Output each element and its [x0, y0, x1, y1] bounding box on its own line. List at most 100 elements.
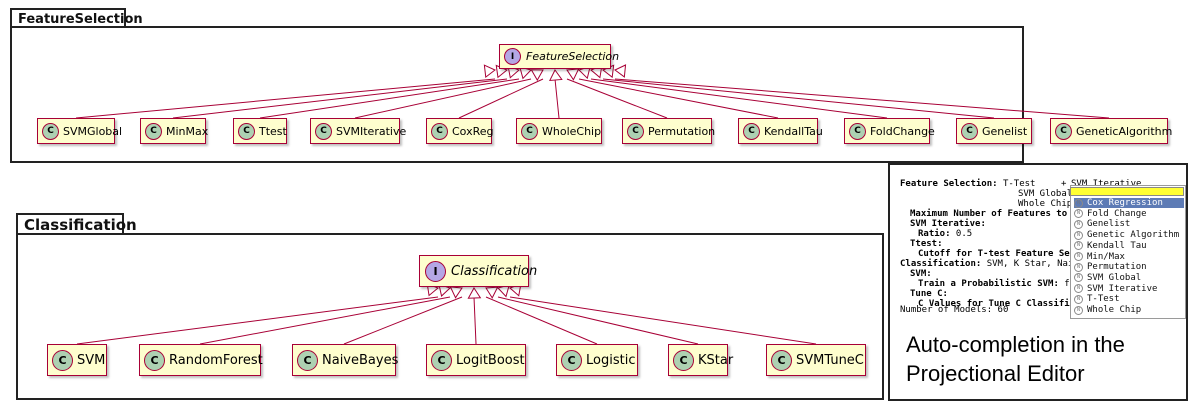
class-icon: C: [238, 122, 255, 140]
feature-selection-package-title: FeatureSelection: [18, 12, 143, 27]
editor-line[interactable]: C Values for Tune C Classifi: [918, 299, 1070, 309]
inheritance-arrowhead: [614, 64, 627, 78]
autocomplete-option-label: SVM Global: [1087, 272, 1142, 283]
inheritance-arrowhead: [449, 286, 463, 299]
inheritance-line: [354, 78, 532, 119]
autocomplete-option-label: T-Test: [1087, 294, 1120, 305]
class-label: WholeChip: [542, 124, 602, 138]
editor-line[interactable]: SVM:: [910, 269, 932, 279]
editor-line[interactable]: Classification: SVM, K Star, Nai: [900, 259, 1073, 269]
inheritance-line: [75, 78, 496, 119]
autocomplete-option[interactable]: N T-Test: [1074, 294, 1120, 304]
class-icon: C: [521, 122, 538, 140]
class-label: GeneticAlgorithm: [1076, 124, 1173, 138]
classification-interface[interactable]: I Classification: [419, 255, 537, 287]
class-label: KendallTau: [764, 124, 823, 138]
editor-line[interactable]: Maximum Number of Features to: [910, 209, 1067, 219]
expand-marker[interactable]: +: [1061, 179, 1067, 189]
class-box-wholechip[interactable]: C WholeChip: [516, 118, 602, 144]
autocomplete-option-label: Permutation: [1087, 262, 1147, 273]
autocomplete-input[interactable]: [1070, 187, 1184, 196]
feature-selection-interface[interactable]: I FeatureSelection: [499, 44, 619, 69]
editor-line-value: T-Test: [997, 179, 1036, 189]
editor-line[interactable]: SVM Iterative:: [910, 219, 986, 229]
editor-line-key: SVM:: [910, 269, 932, 279]
inheritance-arrowhead: [483, 64, 496, 79]
class-icon: C: [431, 349, 452, 371]
footer-line: Number of Models: 60: [900, 305, 1008, 315]
option-node-icon: N: [1074, 209, 1083, 219]
class-icon: C: [1055, 122, 1072, 140]
inheritance-line: [578, 78, 779, 119]
class-icon: C: [145, 122, 162, 140]
option-node-icon: N: [1074, 294, 1083, 304]
class-label: SVMTuneC: [796, 352, 864, 368]
class-icon: C: [315, 122, 332, 140]
option-node-icon: N: [1074, 252, 1083, 261]
class-label: Logistic: [586, 352, 636, 368]
footer-value: 60: [992, 305, 1009, 315]
class-icon: C: [42, 122, 59, 140]
option-node-icon: N: [1074, 241, 1083, 251]
editor-line-key: C Values for Tune C Classifi: [918, 299, 1070, 309]
class-label: NaiveBayes: [322, 352, 399, 368]
inheritance-line: [473, 296, 477, 345]
inheritance-line: [509, 296, 817, 345]
editor-line-key: Cutoff for T-test Feature Se: [918, 249, 1070, 259]
editor-line-key: Tune C:: [910, 289, 948, 299]
editor-line-key: Ttest:: [910, 239, 943, 249]
autocomplete-option-label: Whole Chip: [1087, 305, 1142, 315]
autocomplete-option-label: SVM Iterative: [1087, 283, 1158, 294]
option-node-icon: N: [1074, 284, 1083, 294]
editor-line[interactable]: SVM Global: [1018, 189, 1072, 199]
editor-line[interactable]: Train a Probabilistic SVM: f: [918, 279, 1070, 289]
editor-line-value: SVM Global: [1018, 189, 1073, 199]
inheritance-arrowhead: [485, 286, 499, 299]
inheritance-line: [343, 296, 463, 345]
editor-line[interactable]: Cutoff for T-test Feature Se: [918, 249, 1070, 259]
editor-line[interactable]: Feature Selection: T-Test: [900, 179, 1035, 189]
autocomplete-option[interactable]: N SVM Iterative: [1074, 284, 1157, 294]
footer-key: Number of Models:: [900, 305, 993, 315]
inheritance-line: [259, 78, 520, 119]
editor-line[interactable]: Ratio: 0.5: [918, 229, 972, 239]
editor-line[interactable]: Whole Chip: [1018, 199, 1072, 209]
inheritance-arrowhead: [530, 69, 544, 82]
class-label: SVM: [77, 352, 106, 368]
editor-line[interactable]: Tune C:: [910, 289, 948, 299]
class-icon: C: [144, 349, 165, 371]
class-icon: C: [431, 122, 448, 140]
editor-line[interactable]: Ttest:: [910, 239, 943, 249]
class-label: SVMIterative: [336, 124, 407, 138]
class-box-svmiterative[interactable]: C SVMIterative: [310, 118, 406, 144]
class-box-geneticalgorithm[interactable]: C GeneticAlgorithm: [1050, 118, 1172, 144]
classification-package-title: Classification: [24, 216, 137, 234]
autocomplete-option-label: Genetic Algorithm: [1087, 230, 1180, 241]
classification-interface-label: Classification: [451, 263, 538, 279]
